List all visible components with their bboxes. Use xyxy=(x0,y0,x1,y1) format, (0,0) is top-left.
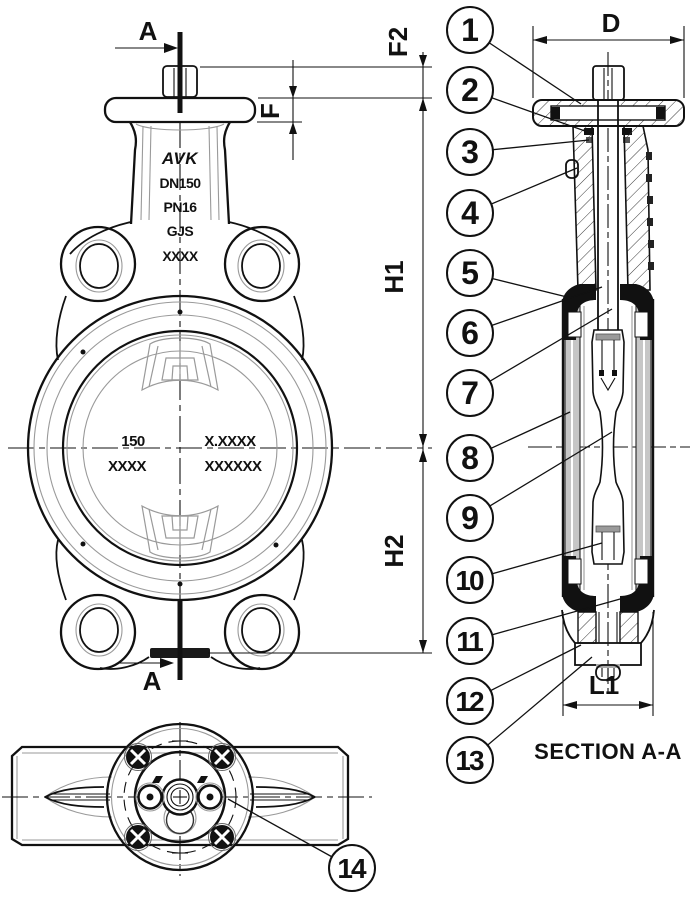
section-stem xyxy=(597,100,619,334)
material-marking: GJS xyxy=(167,223,194,239)
stem-bushing xyxy=(550,105,666,121)
section-bottom-end xyxy=(561,609,655,681)
section-cut-line: A A xyxy=(115,16,183,696)
pn-marking: PN16 xyxy=(163,199,197,215)
waterway-right xyxy=(247,776,316,818)
balloon-12: 12 xyxy=(446,677,494,725)
lower-lugs xyxy=(55,539,305,671)
balloon-6: 6 xyxy=(446,309,494,357)
balloon-number: 13 xyxy=(455,745,484,776)
disc-size-marking: 150 xyxy=(121,433,145,450)
disc-serial-marking: XXXXXX xyxy=(204,458,262,475)
disc-stem-pocket-bottom xyxy=(141,504,219,559)
code-marking: XXXX xyxy=(162,248,199,264)
section-neck xyxy=(565,125,654,291)
balloon-number: 4 xyxy=(461,195,479,231)
section-label-a-top: A xyxy=(139,16,158,46)
balloon-callouts: 1 2 3 4 5 6 7 8 9 10 11 12 13 14 xyxy=(227,6,639,892)
screw-icon xyxy=(208,823,236,851)
section-label-a-bottom: A xyxy=(143,666,162,696)
balloon-13: 13 xyxy=(446,736,494,784)
balloon-number: 10 xyxy=(455,565,484,596)
balloon-7: 7 xyxy=(446,369,494,417)
plan-stem-top xyxy=(135,776,225,835)
balloon-2: 2 xyxy=(446,66,494,114)
upper-lugs xyxy=(55,221,305,361)
side-plug xyxy=(565,159,579,179)
dimension-l1: L1 xyxy=(562,612,654,716)
section-disc xyxy=(591,329,625,565)
valve-neck xyxy=(129,121,231,225)
section-body xyxy=(561,284,655,612)
screw-icon xyxy=(208,743,236,771)
brand-logo-text: AVK xyxy=(161,149,199,168)
plan-body xyxy=(10,745,350,847)
plan-view xyxy=(2,722,372,876)
dimension-h1: H1 xyxy=(379,260,427,447)
dimension-d: D xyxy=(532,8,685,98)
balloon-number: 14 xyxy=(337,853,367,884)
dim-label-l1: L1 xyxy=(589,670,619,700)
dn-marking: DN150 xyxy=(159,175,201,191)
dimension-lines-front: F F2 H1 H2 xyxy=(200,27,432,654)
dimension-f2: F2 xyxy=(383,27,427,111)
balloon-number: 8 xyxy=(461,440,479,476)
front-view: A A AVK DN150 PN16 GJS XXXX 150 X.XXXX X… xyxy=(8,16,432,696)
balloon-number: 5 xyxy=(461,255,479,291)
balloon-number: 9 xyxy=(461,500,479,536)
flange-screws xyxy=(124,743,236,851)
balloon-number: 6 xyxy=(461,315,479,351)
balloon-number: 3 xyxy=(461,134,479,170)
dim-label-h1: H1 xyxy=(379,260,409,293)
section-title: SECTION A-A xyxy=(534,739,682,764)
balloon-5: 5 xyxy=(446,249,494,297)
dimension-f: F xyxy=(255,60,297,160)
waterway-left xyxy=(44,776,113,818)
balloon-4: 4 xyxy=(446,189,494,237)
screw-icon xyxy=(124,823,152,851)
disc-code-marking: XXXX xyxy=(108,458,147,475)
balloon-3: 3 xyxy=(446,128,494,176)
dim-label-f2: F2 xyxy=(383,27,413,57)
screw-icon xyxy=(124,743,152,771)
disc-markings: 150 X.XXXX XXXX XXXXXX xyxy=(108,433,263,475)
plan-flange xyxy=(105,722,255,872)
neck-cast-markings: AVK DN150 PN16 GJS XXXX xyxy=(159,149,201,264)
balloon-9: 9 xyxy=(446,494,494,542)
disc-stem-pocket-top xyxy=(141,337,219,392)
balloon-number: 2 xyxy=(461,72,479,108)
balloon-1: 1 xyxy=(446,6,494,54)
section-top-flange xyxy=(532,99,685,127)
balloon-8: 8 xyxy=(446,434,494,482)
dimension-h2: H2 xyxy=(379,449,427,653)
balloon-number: 1 xyxy=(461,12,479,48)
dim-label-h2: H2 xyxy=(379,534,409,567)
balloon-11: 11 xyxy=(446,617,494,665)
balloon-number: 12 xyxy=(455,686,484,717)
valve-body-front xyxy=(26,294,334,602)
balloon-number: 11 xyxy=(456,626,483,657)
balloon-10: 10 xyxy=(446,556,494,604)
section-view: D xyxy=(528,8,690,764)
dim-label-f: F xyxy=(255,103,285,119)
dim-label-d: D xyxy=(602,8,621,38)
balloon-14: 14 xyxy=(328,844,376,892)
balloon-number: 7 xyxy=(461,375,479,411)
disc-ref-marking: X.XXXX xyxy=(204,433,256,450)
